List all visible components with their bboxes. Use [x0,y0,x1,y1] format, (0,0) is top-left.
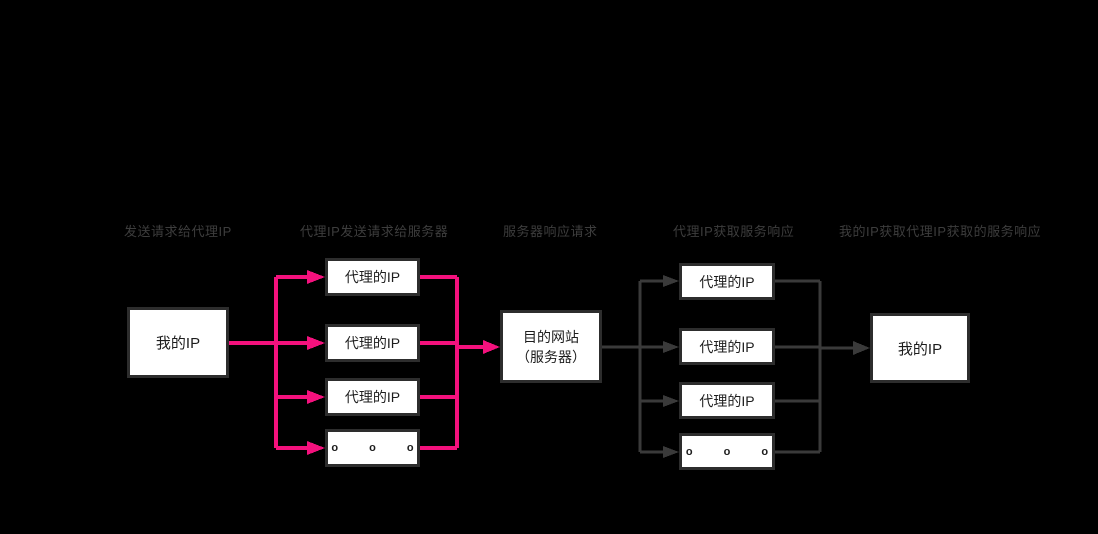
node-request-proxy-ip-1: 代理的IP [325,258,420,296]
stage-label-proxy-sends-request-to-server: 代理IP发送请求给服务器 [300,224,449,239]
request-arrowhead-3 [307,390,325,404]
response-arrowhead-1 [663,275,679,287]
server-subtitle-line: （服务器） [516,348,586,365]
node-response-proxy-ip-2: 代理的IP [679,328,775,365]
node-my-ip-receiver: 我的IP [870,313,970,383]
stage-label-send-request-to-proxy: 发送请求给代理IP [124,224,232,239]
stage-label-myip-gets-proxied-response: 我的IP获取代理IP获取的服务响应 [839,224,1042,239]
node-request-proxy-ip-2: 代理的IP [325,324,420,362]
request-arrowhead-2 [307,336,325,350]
node-response-proxy-ip-3: 代理的IP [679,382,775,419]
node-response-proxy-ellipsis: o o o [679,433,775,470]
request-arrowhead-4 [307,441,325,455]
node-request-proxy-ip-3: 代理的IP [325,378,420,416]
response-flow-arrows [602,275,870,458]
request-flow-arrows [229,270,500,455]
node-response-proxy-ip-1: 代理的IP [679,263,775,300]
stage-label-server-responds: 服务器响应请求 [503,224,598,239]
node-request-proxy-ellipsis: o o o [325,429,420,467]
response-arrowhead-4 [663,446,679,458]
node-my-ip-source: 我的IP [127,307,229,378]
response-to-myip-arrowhead [853,341,870,355]
server-name-line: 目的网站 [523,328,579,345]
node-target-server: 目的网站 （服务器） [500,310,602,383]
response-arrowhead-3 [663,395,679,407]
request-arrowhead-1 [307,270,325,284]
stage-label-proxy-gets-response: 代理IP获取服务响应 [673,224,795,239]
request-to-server-arrowhead [483,340,500,354]
response-arrowhead-2 [663,341,679,353]
